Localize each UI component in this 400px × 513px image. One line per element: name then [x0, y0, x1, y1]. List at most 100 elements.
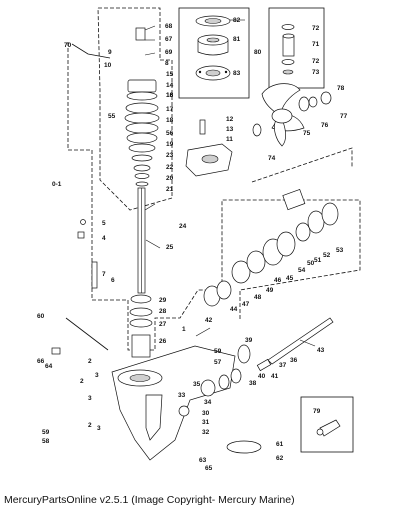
callout-40: 40 — [258, 373, 266, 380]
callout-67: 67 — [165, 36, 173, 43]
callout-66: 66 — [37, 358, 45, 365]
exploded-parts-diagram: 68 67 70 9 69 10 8 15 14 18 16 55 17 18 … — [37, 7, 361, 472]
inset-box-impeller-parts — [178, 7, 250, 99]
callout-65: 65 — [205, 465, 213, 472]
callout-77: 77 — [340, 113, 348, 120]
callout-61: 61 — [276, 441, 284, 448]
callout-48: 48 — [254, 294, 262, 301]
callout-12: 12 — [226, 116, 234, 123]
inset-box-top-right-parts — [268, 7, 325, 89]
callout-64: 64 — [45, 363, 53, 370]
callout-78: 78 — [337, 85, 345, 92]
callout-80: 80 — [254, 49, 262, 56]
callout-34: 34 — [204, 399, 212, 406]
callout-2b: 2 — [80, 378, 84, 385]
callout-41: 41 — [271, 373, 279, 380]
callout-24: 24 — [179, 223, 187, 230]
callout-15: 15 — [166, 71, 174, 78]
callout-19: 19 — [166, 141, 174, 148]
callout-4: 4 — [102, 235, 106, 242]
image-copyright-caption: MercuryPartsOnline v2.5.1 (Image Copyrig… — [4, 494, 295, 506]
callout-3c: 3 — [97, 425, 101, 432]
callout-46: 46 — [274, 277, 282, 284]
callout-13: 13 — [226, 126, 234, 133]
callout-28: 28 — [159, 308, 167, 315]
callout-72: 72 — [312, 25, 320, 32]
part-79-detail — [316, 419, 341, 437]
callout-26: 26 — [159, 338, 167, 345]
callout-72b: 72 — [312, 58, 320, 65]
callout-50: 50 — [307, 260, 315, 267]
leader-lines — [144, 19, 316, 347]
callout-27: 27 — [159, 321, 167, 328]
callout-37: 37 — [279, 362, 287, 369]
callout-33: 33 — [178, 392, 186, 399]
callout-63: 63 — [199, 457, 207, 464]
pump-base-assembly — [185, 119, 233, 177]
callout-51: 51 — [314, 257, 322, 264]
callout-16: 16 — [166, 92, 174, 99]
callout-62: 62 — [276, 455, 284, 462]
callout-59: 59 — [42, 429, 50, 436]
callout-8: 8 — [165, 60, 169, 67]
driveshaft — [129, 187, 153, 358]
callout-3: 3 — [95, 372, 99, 379]
callout-76: 76 — [321, 122, 329, 129]
callout-6: 6 — [111, 277, 115, 284]
callout-59b: 59 — [214, 348, 222, 355]
callout-2: 2 — [88, 358, 92, 365]
inset-box-part-79 — [300, 396, 354, 453]
callout-68: 68 — [165, 23, 173, 30]
callout-30: 30 — [202, 410, 210, 417]
callout-57: 57 — [214, 359, 222, 366]
callout-70: 70 — [64, 42, 72, 49]
callout-0-1: 0-1 — [52, 181, 62, 188]
callout-5: 5 — [102, 220, 106, 227]
impeller-cover-assembly — [195, 15, 231, 81]
callout-20: 20 — [166, 175, 174, 182]
callout-81: 81 — [233, 36, 241, 43]
callout-29: 29 — [159, 297, 167, 304]
callout-11: 11 — [226, 136, 233, 143]
callout-21: 21 — [166, 186, 174, 193]
callout-35: 35 — [193, 381, 201, 388]
water-pump-stack — [124, 27, 160, 187]
callout-82: 82 — [233, 17, 241, 24]
callout-75: 75 — [303, 130, 311, 137]
callout-52: 52 — [323, 252, 331, 259]
callout-38: 38 — [249, 380, 257, 387]
callout-54: 54 — [298, 267, 306, 274]
callout-1: 1 — [182, 326, 186, 333]
callout-18b: 18 — [166, 117, 174, 124]
callout-74: 74 — [268, 155, 276, 162]
callout-47: 47 — [242, 301, 250, 308]
callout-60: 60 — [37, 313, 45, 320]
callout-56: 56 — [166, 130, 174, 137]
callout-44: 44 — [230, 306, 238, 313]
callout-36: 36 — [290, 357, 298, 364]
callout-3b: 3 — [88, 395, 92, 402]
callout-55: 55 — [108, 113, 116, 120]
callout-45: 45 — [286, 275, 294, 282]
callout-53: 53 — [336, 247, 344, 254]
callout-25: 25 — [166, 244, 174, 251]
callout-32: 32 — [202, 429, 210, 436]
upper-group-outline — [97, 7, 173, 211]
callout-17: 17 — [166, 106, 174, 113]
callout-22: 22 — [166, 164, 174, 171]
callout-39: 39 — [245, 337, 253, 344]
callout-69: 69 — [165, 49, 173, 56]
sleeve-parts-assembly — [281, 24, 295, 75]
callout-9: 9 — [108, 49, 112, 56]
callout-79: 79 — [313, 408, 321, 415]
main-group-outline — [67, 42, 361, 351]
callout-7: 7 — [102, 271, 106, 278]
callout-23: 23 — [166, 152, 174, 159]
shift-linkage — [51, 43, 111, 355]
callout-18: 18 — [166, 92, 174, 99]
callout-31: 31 — [202, 419, 210, 426]
callout-10: 10 — [104, 62, 112, 69]
callout-71: 71 — [312, 41, 320, 48]
gear-shaft-assembly — [200, 188, 339, 397]
